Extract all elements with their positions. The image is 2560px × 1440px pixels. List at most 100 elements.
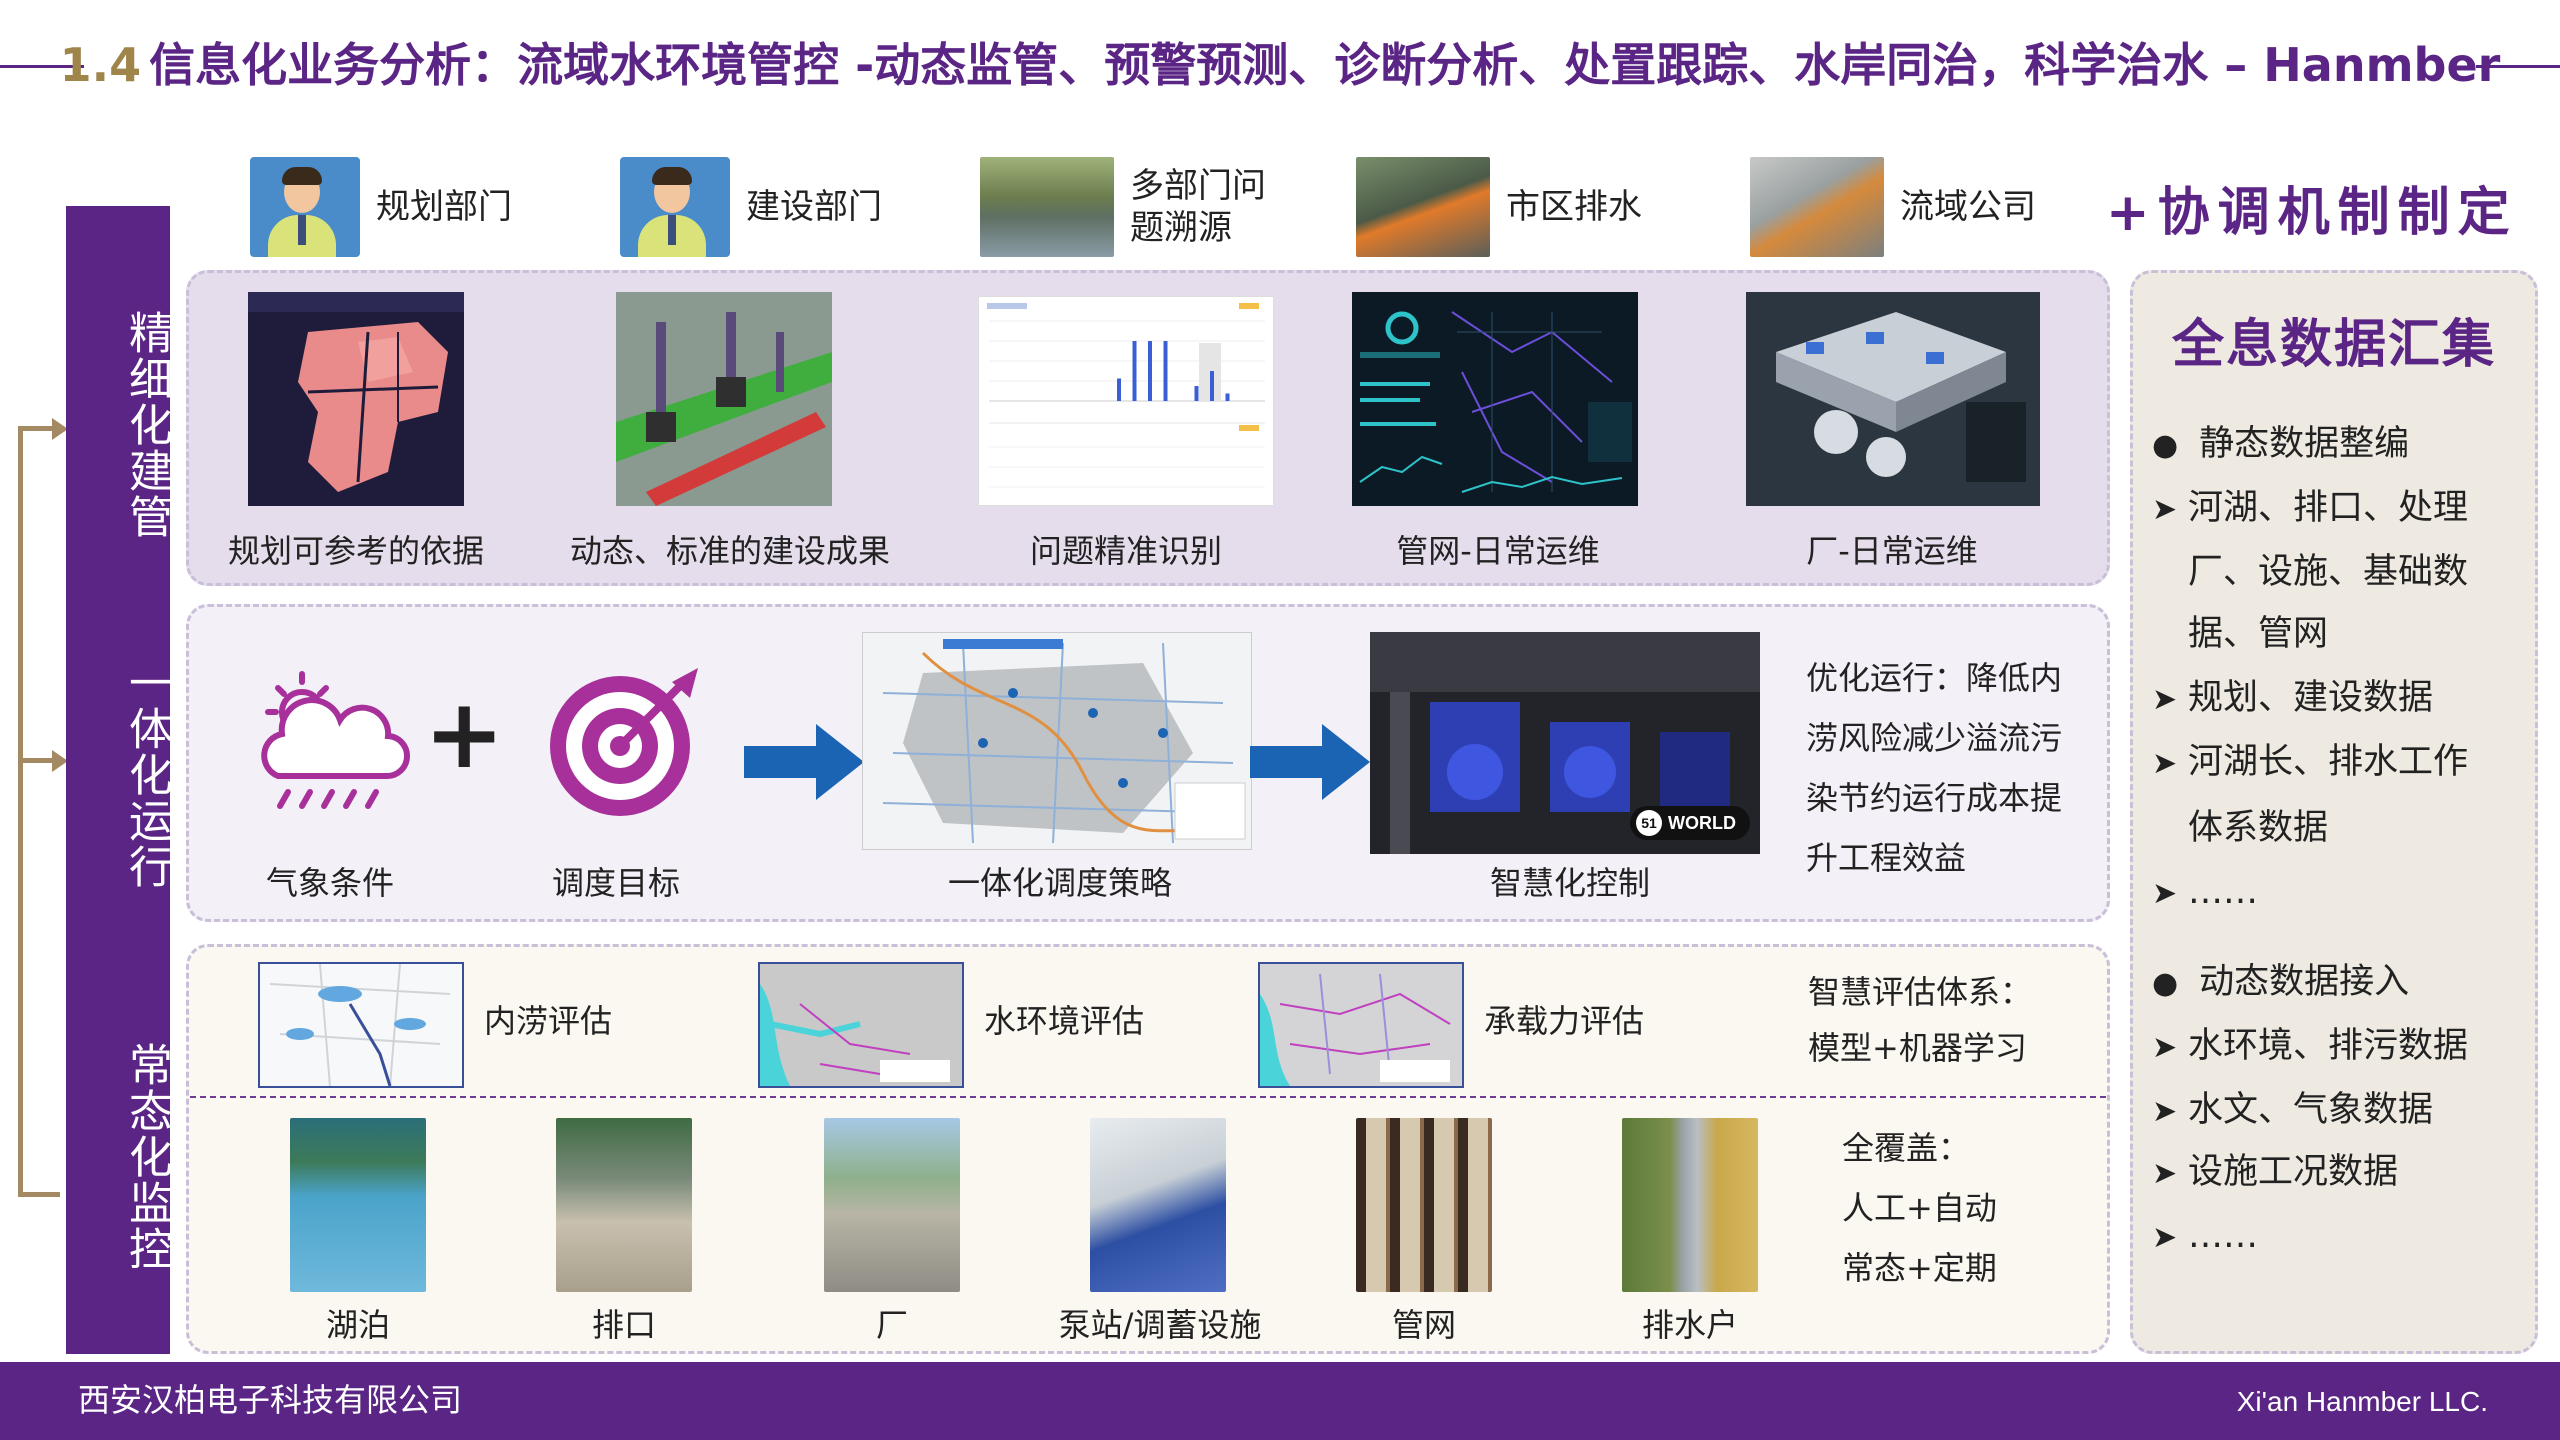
drainage-household-photo [1622, 1118, 1758, 1292]
stakeholder-planning: 规划部门 [250, 152, 512, 262]
description-line: 优化运行：降低内 [1806, 659, 2063, 697]
outfall-photo [556, 1118, 692, 1292]
data-collection-item: ➤ 河湖、排口、处理 [2152, 486, 2468, 532]
footer-bar [0, 1362, 2560, 1440]
data-collection-item: ➤水环境、排污数据 [2152, 1024, 2468, 1070]
stakeholder-multi-department: 多部门问 题溯源 [980, 152, 1266, 262]
data-collection-text: 厂、设施、基础数 [2188, 552, 2469, 592]
problem-bar-chart [987, 303, 1265, 488]
data-collection-text: 水环境、排污数据 [2188, 1026, 2469, 1066]
eval-label-waterlogging: 内涝评估 [484, 1002, 613, 1040]
data-collection-title: 全息数据汇集 [2171, 315, 2496, 375]
data-collection-item: ➤…… [2152, 870, 2258, 916]
data-collection-item: ➤河湖长、排水工作 [2152, 740, 2468, 786]
caption-drainage-household: 排水户 [1641, 1306, 1738, 1344]
person-avatar-icon [620, 157, 730, 257]
footer-company-cn: 西安汉柏电子科技有限公司 [78, 1381, 463, 1419]
data-collection-item: ● 动态数据接入 [2152, 960, 2409, 1006]
chart-bar [1117, 378, 1121, 401]
full-coverage-text: 全覆盖： 人工+自动 常态+定期 [1842, 1118, 1997, 1298]
bracket-arm-3 [18, 1192, 60, 1197]
description-line: 染节约运行成本提 [1806, 779, 2063, 817]
person-avatar-icon [250, 157, 360, 257]
pipe-network-dashboard-graphic [1352, 292, 1638, 506]
arrow-bullet-icon: ➤ [2152, 1220, 2178, 1255]
plant-photo [824, 1118, 960, 1292]
chart-bar [1148, 341, 1152, 401]
bracket-arrow-2 [52, 750, 68, 772]
left-category-bar [66, 206, 170, 1354]
pipe-network-dashboard-screenshot [1352, 292, 1638, 506]
bracket-arm-1 [18, 426, 60, 431]
stakeholder-drainage: 市区排水 [1356, 152, 1642, 262]
caption-dispatch-strategy: 一体化调度策略 [947, 864, 1172, 902]
data-collection-item: ➤规划、建设数据 [2152, 676, 2433, 722]
chart-bar [1194, 386, 1199, 401]
data-collection-text: …… [2188, 872, 2258, 912]
water-env-eval-map [758, 962, 964, 1088]
title-text: 信息化业务分析：流域水环境管控 -动态监管、预警预测、诊断分析、处置跟踪、水岸同… [149, 38, 2501, 92]
caption-weather: 气象条件 [265, 864, 394, 902]
caption-pipe-network-ops: 管网-日常运维 [1396, 532, 1600, 570]
caption-smart-control: 智慧化控制 [1489, 864, 1650, 902]
data-collection-text: 体系数据 [2188, 808, 2329, 848]
arrow-bullet-icon: ➤ [2152, 746, 2178, 781]
data-collection-item: ● 静态数据整编 [2152, 422, 2409, 468]
stakeholder-basin-company: 流域公司 [1750, 152, 2036, 262]
data-collection-text: 水文、气象数据 [2188, 1090, 2434, 1130]
data-collection-text: …… [2188, 1216, 2258, 1256]
stakeholder-label: 规划部门 [376, 187, 512, 227]
side-line: 常态+定期 [1842, 1249, 1997, 1287]
bullet-dot-icon: ● [2152, 428, 2179, 463]
data-collection-item: 据、管网 [2152, 612, 2328, 656]
data-collection-text: 河湖、排口、处理 [2188, 488, 2469, 528]
stakeholder-construction: 建设部门 [620, 152, 882, 262]
side-line: 全覆盖： [1842, 1129, 1971, 1167]
data-collection-item: ➤设施工况数据 [2152, 1150, 2398, 1196]
title-rule-right [2476, 65, 2560, 68]
smart-control-screenshot: 51 WORLD [1370, 632, 1760, 854]
data-collection-panel [2130, 270, 2538, 1354]
data-collection-item: ➤水文、气象数据 [2152, 1088, 2433, 1134]
arrow-bullet-icon: ➤ [2152, 492, 2178, 527]
eval-label-water-environment: 水环境评估 [984, 1002, 1145, 1040]
bracket-arm-2 [18, 758, 60, 763]
description-line: 升工程效益 [1806, 839, 1967, 877]
capacity-eval-map [1258, 962, 1464, 1088]
data-collection-text: 静态数据整编 [2188, 424, 2410, 464]
bracket-line [18, 426, 23, 1196]
arrow-right-icon [744, 724, 864, 800]
category-label-monitoring: 常态化监控 [121, 1042, 172, 1272]
title-rule-left [0, 65, 84, 68]
smart-eval-system-text: 智慧评估体系： 模型+机器学习 [1808, 964, 2032, 1076]
caption-outfall: 排口 [591, 1306, 656, 1344]
data-collection-text: 规划、建设数据 [2188, 678, 2434, 718]
caption-construction-results: 动态、标准的建设成果 [569, 532, 890, 570]
plant-3d-model-graphic [1746, 292, 2040, 506]
world-badge: 51 WORLD [1630, 806, 1750, 840]
side-line: 人工+自动 [1842, 1189, 1997, 1227]
data-collection-item: ➤ …… [2152, 1214, 2258, 1260]
company-workers-photo [1750, 157, 1884, 257]
caption-pipe-network: 管网 [1391, 1306, 1456, 1344]
pipe-network-photo [1356, 1118, 1492, 1292]
world-badge-label: WORLD [1668, 812, 1736, 833]
section-number: 1.4 [59, 38, 142, 92]
caption-dispatch-target: 调度目标 [551, 864, 680, 902]
data-collection-text: 设施工况数据 [2188, 1152, 2399, 1192]
stakeholder-label: 多部门问 题溯源 [1130, 166, 1266, 248]
caption-plant: 厂 [875, 1306, 908, 1344]
pipe-model-screenshot [616, 292, 832, 506]
data-collection-text: 动态数据接入 [2188, 962, 2410, 1002]
monitoring-divider [190, 1096, 2106, 1098]
optimization-description: 优化运行：降低内 涝风险减少溢流污 染节约运行成本提 升工程效益 [1806, 648, 2062, 888]
dispatch-strategy-map-screenshot [862, 632, 1252, 850]
bullet-dot-icon: ● [2152, 966, 2179, 1001]
data-collection-item: 体系数据 [2152, 806, 2328, 850]
lake-photo [290, 1118, 426, 1292]
chart-bar [1210, 371, 1214, 401]
dispatch-map-graphic [863, 633, 1251, 849]
stakeholder-label: 建设部门 [746, 187, 882, 227]
caption-pump-station: 泵站/调蓄设施 [1058, 1306, 1262, 1344]
